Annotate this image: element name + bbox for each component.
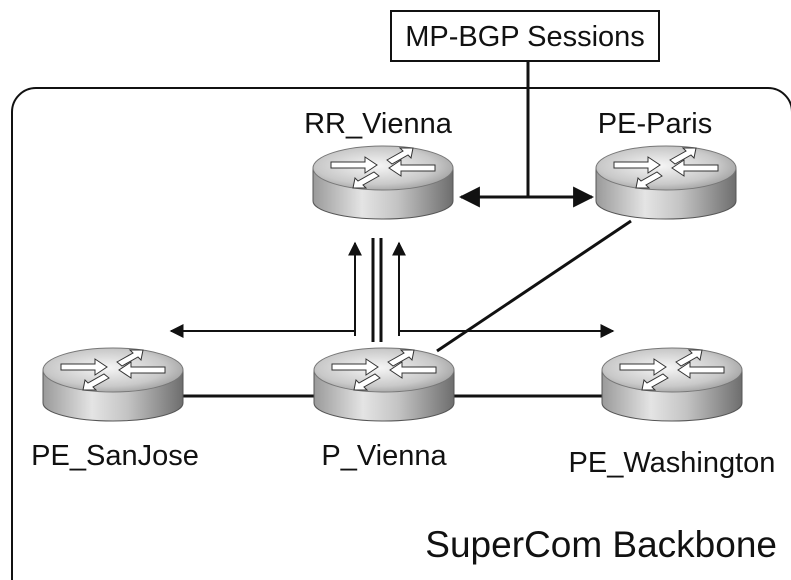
router-pe-sanjose: PE_SanJose [31,347,199,472]
router-label-pe-sanjose: PE_SanJose [31,440,199,472]
router-label-p-vienna: P_Vienna [321,440,447,472]
router-pe-washington: PE_Washington [569,347,776,479]
router-icon [312,145,454,220]
backbone-region-label: SuperCom Backbone [425,524,777,565]
router-icon [42,347,184,422]
router-icon [595,145,737,220]
router-label-rr-vienna: RR_Vienna [304,108,453,140]
router-icon [313,347,455,422]
router-label-pe-washington: PE_Washington [569,447,776,479]
router-icon [601,347,743,422]
backbone-region [11,87,791,580]
router-pe-paris: PE-Paris [595,108,737,220]
mp-bgp-callout-box [390,10,660,62]
mp-bgp-callout-label: MP-BGP Sessions [405,21,645,53]
router-p-vienna: P_Vienna [313,347,455,472]
router-label-pe-paris: PE-Paris [598,108,712,140]
link-pvienna-paris [436,219,632,353]
router-rr-vienna: RR_Vienna [304,108,454,220]
